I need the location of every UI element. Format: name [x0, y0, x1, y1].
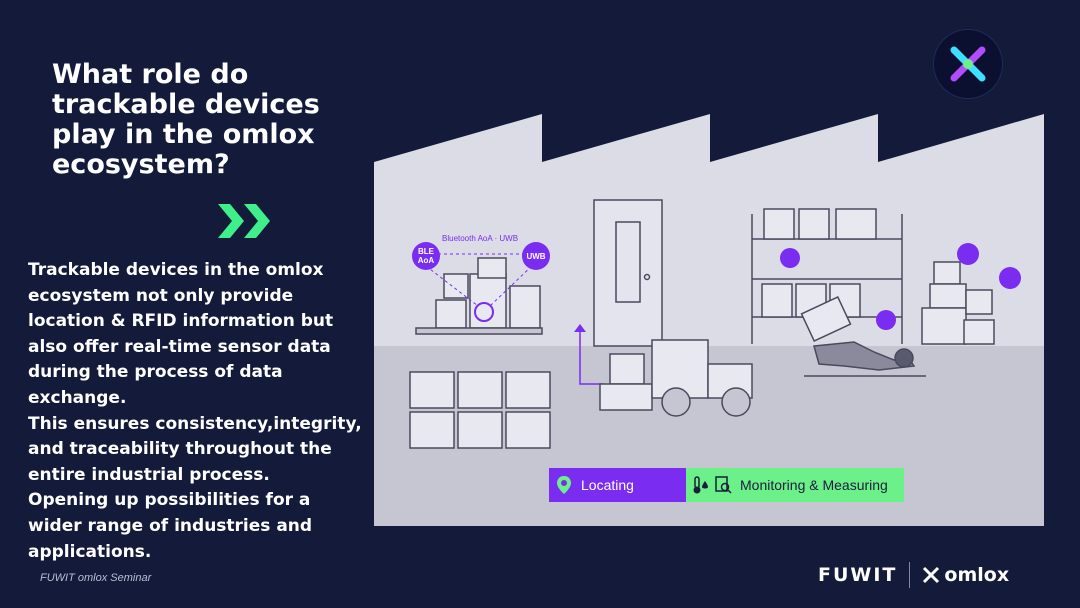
door	[593, 199, 663, 347]
omlox-x-logo	[934, 30, 1002, 98]
ble-aoa-badge	[412, 242, 440, 270]
legend-locating-label: Locating	[581, 477, 634, 493]
footnote: FUWIT omlox Seminar	[40, 572, 152, 584]
thermometer-icon	[999, 267, 1021, 289]
legend-monitoring: Monitoring & Measuring	[686, 468, 904, 502]
double-chevron-right-icon	[218, 204, 270, 238]
map-pin-icon	[557, 476, 571, 494]
box-grid	[409, 371, 551, 449]
ble-badge-line2: AoA	[418, 256, 435, 265]
legend-locating: Locating	[549, 468, 686, 502]
thermometer-droplet-icon	[693, 476, 708, 494]
body-text: Trackable devices in the omlox ecosystem…	[28, 258, 363, 565]
body-paragraph-1: Trackable devices in the omlox ecosystem…	[28, 260, 334, 408]
forklift	[599, 339, 753, 417]
warning-light-icon	[876, 310, 896, 330]
flow-arrow	[579, 330, 604, 385]
brand-footer: FUWIT omlox	[818, 562, 1009, 588]
uwb-badge	[522, 242, 550, 270]
alarm-bell-icon	[780, 248, 800, 268]
humidity-icon	[957, 243, 979, 265]
legend-monitoring-label: Monitoring & Measuring	[740, 477, 888, 493]
uwb-badge-label: UWB	[526, 252, 545, 261]
ble-badge-line1: BLE	[418, 247, 435, 256]
box-stack-right	[921, 261, 995, 345]
page-title: What role do trackable devices play in t…	[52, 59, 320, 180]
magnifier-doc-icon	[715, 476, 732, 494]
fuwit-logo: FUWIT	[818, 564, 898, 586]
location-marker	[474, 302, 494, 322]
omlox-x-small-icon	[923, 566, 940, 584]
factory-illustration: Bluetooth AoA · UWB BLE AoA UWB	[374, 114, 1044, 526]
body-paragraph-2: This ensures consistency,integrity, and …	[28, 413, 362, 485]
fallen-worker	[800, 295, 926, 377]
brand-divider	[909, 562, 911, 588]
omlox-x-icon	[950, 46, 986, 82]
tech-caption: Bluetooth AoA · UWB	[442, 234, 518, 243]
body-paragraph-3: Opening up possibilities for a wider ran…	[28, 490, 313, 562]
omlox-logo: omlox	[944, 564, 1010, 586]
legend-bar: Locating Monitoring & Measuring	[549, 468, 904, 502]
